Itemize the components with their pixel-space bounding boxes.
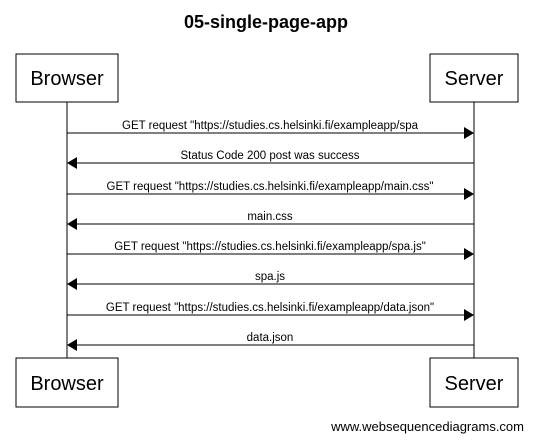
message-label: GET request "https://studies.cs.helsinki…	[107, 181, 434, 193]
message-label: GET request "https://studies.cs.helsinki…	[106, 302, 434, 314]
actor-browser-bottom: Browser	[15, 357, 119, 408]
message-list: GET request "https://studies.cs.helsinki…	[67, 120, 474, 351]
actor-server-top: Server	[429, 53, 519, 103]
message: spa.js	[67, 271, 474, 290]
arrowhead-right-icon	[464, 309, 474, 321]
message: data.json	[67, 332, 474, 351]
arrowhead-right-icon	[464, 248, 474, 260]
arrowhead-left-icon	[67, 218, 77, 230]
actor-server-bottom-label: Server	[445, 373, 504, 395]
diagram-title: 05-single-page-app	[184, 12, 348, 32]
message-label: main.css	[247, 211, 293, 223]
message: GET request "https://studies.cs.helsinki…	[67, 181, 474, 200]
actor-server-top-label: Server	[445, 68, 504, 90]
message: GET request "https://studies.cs.helsinki…	[67, 120, 474, 139]
message-label: GET request "https://studies.cs.helsinki…	[122, 120, 419, 132]
message-label: data.json	[247, 332, 294, 344]
message: Status Code 200 post was success	[67, 150, 474, 169]
arrowhead-left-icon	[67, 278, 77, 290]
watermark: www.websequencediagrams.com	[330, 419, 524, 434]
actor-server-bottom: Server	[429, 357, 519, 408]
arrowhead-left-icon	[67, 157, 77, 169]
actor-browser-top: Browser	[15, 53, 119, 103]
actor-browser-bottom-label: Browser	[30, 373, 104, 395]
arrowhead-left-icon	[67, 339, 77, 351]
message-label: spa.js	[255, 271, 285, 283]
actor-browser-top-label: Browser	[30, 68, 104, 90]
message-label: GET request "https://studies.cs.helsinki…	[114, 241, 426, 253]
message: GET request "https://studies.cs.helsinki…	[67, 302, 474, 321]
message: GET request "https://studies.cs.helsinki…	[67, 241, 474, 260]
arrowhead-right-icon	[464, 188, 474, 200]
message: main.css	[67, 211, 474, 230]
arrowhead-right-icon	[464, 127, 474, 139]
message-label: Status Code 200 post was success	[181, 150, 360, 162]
